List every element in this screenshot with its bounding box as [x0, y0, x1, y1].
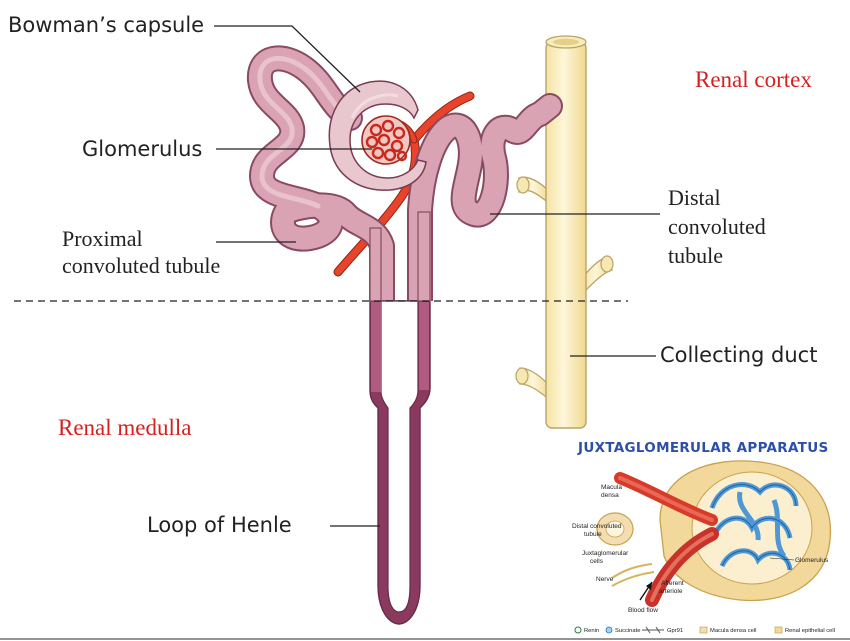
bowmans-capsule-label: Bowman’s capsule: [8, 13, 204, 37]
distal-label-line2: convoluted: [668, 214, 766, 239]
key-gpr91: Gpr91: [667, 628, 683, 634]
loop-of-henle: [369, 211, 431, 625]
inset-nerve-label: Nerve: [596, 576, 614, 583]
inset-juxta-label-2: cells: [590, 558, 604, 565]
distal-label-line1: Distal: [668, 185, 721, 210]
key-renal-epithelial: Renal epithelial cell: [785, 628, 835, 634]
bowmans-capsule-leader: [214, 25, 361, 93]
inset-distal-label-1: Distal convoluted: [572, 523, 622, 530]
inset-title: JUXTAGLOMERULAR APPARATUS: [577, 440, 828, 456]
renal-cortex-label: Renal cortex: [695, 67, 812, 92]
juxtaglomerular-inset: JUXTAGLOMERULAR APPARATUS Ma: [572, 440, 835, 634]
collecting-duct: [515, 35, 614, 429]
inset-macula-label-2: densa: [601, 492, 619, 499]
epithelial-key-icon: [774, 626, 783, 634]
succinate-key-icon: [605, 626, 613, 634]
renal-medulla-label: Renal medulla: [58, 415, 192, 440]
inset-afferent-label-2: arteriole: [659, 588, 683, 595]
proximal-label-line1: Proximal: [62, 226, 143, 251]
key-renin: Renin: [584, 628, 599, 634]
key-macula-densa: Macula densa cell: [710, 628, 756, 634]
bowmans-capsule: [328, 80, 427, 191]
collecting-duct-label: Collecting duct: [660, 343, 817, 367]
macula-densa-key-icon: [699, 626, 708, 634]
distal-label-line3: tubule: [668, 243, 723, 268]
inset-glomerulus-label: Glomerulus: [795, 557, 829, 564]
renin-key-icon: [574, 626, 582, 634]
gpr91-key-icon: [642, 626, 664, 634]
proximal-label-line2: convoluted tubule: [62, 253, 220, 278]
inset-blood-flow-label: Blood flow: [628, 607, 658, 614]
key-succinate: Succinate: [615, 628, 640, 634]
inset-afferent-label-1: Afferent: [661, 580, 684, 587]
inset-macula-label-1: Macula: [601, 484, 622, 491]
inset-distal-label-2: tubule: [584, 531, 602, 538]
glomerulus: [361, 115, 411, 165]
glomerulus-label: Glomerulus: [82, 137, 202, 161]
loop-of-henle-label: Loop of Henle: [147, 513, 292, 537]
inset-juxta-label-1: Juxtaglomerular: [582, 550, 629, 557]
